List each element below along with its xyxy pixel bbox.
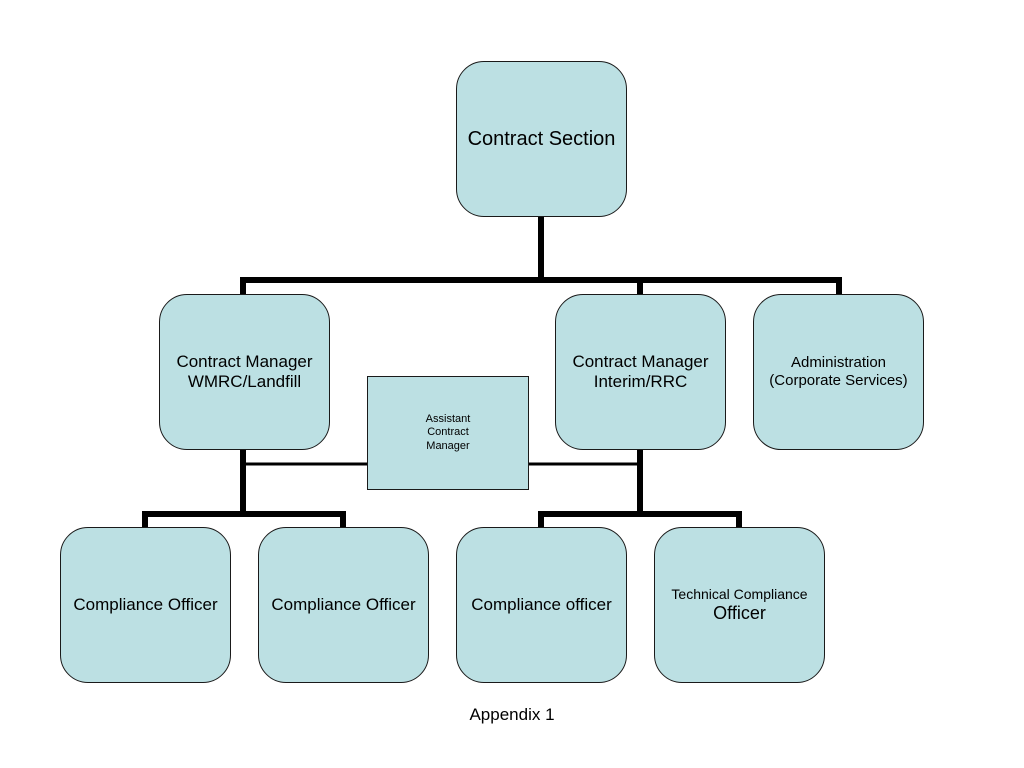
- node-label-line3: Manager: [426, 439, 470, 452]
- node-label-line1: Contract Manager: [572, 351, 709, 371]
- node-compliance-officer-1: Compliance Officer: [60, 527, 231, 683]
- node-compliance-officer-3: Compliance officer: [456, 527, 627, 683]
- node-label-line1: Administration: [790, 354, 887, 371]
- node-label-line1: Assistant: [425, 413, 471, 426]
- node-contract-manager-interim: Contract Manager Interim/RRC: [555, 294, 726, 450]
- node-administration: Administration (Corporate Services): [753, 294, 924, 450]
- node-compliance-officer-2: Compliance Officer: [258, 527, 429, 683]
- node-label-line2: Interim/RRC: [593, 372, 688, 391]
- node-label-line2: WMRC/Landfill: [187, 372, 302, 391]
- node-assistant-contract-manager: Assistant Contract Manager: [367, 376, 529, 490]
- node-contract-section: Contract Section: [456, 61, 627, 217]
- node-label-line2: (Corporate Services): [769, 372, 908, 389]
- node-technical-compliance-officer: Technical Compliance Officer: [654, 527, 825, 683]
- node-label: Compliance Officer: [271, 594, 416, 614]
- node-label-line2: Officer: [713, 602, 766, 623]
- node-label-line2: Contract: [427, 426, 469, 439]
- node-label: Compliance Officer: [73, 594, 218, 614]
- node-label-line1: Contract Manager: [176, 351, 313, 371]
- node-label: Compliance officer: [471, 594, 612, 614]
- node-label: Contract Section: [467, 128, 616, 150]
- node-contract-manager-wmrc: Contract Manager WMRC/Landfill: [159, 294, 330, 450]
- appendix-caption: Appendix 1: [469, 705, 555, 724]
- node-label-line1: Technical Compliance: [671, 585, 808, 602]
